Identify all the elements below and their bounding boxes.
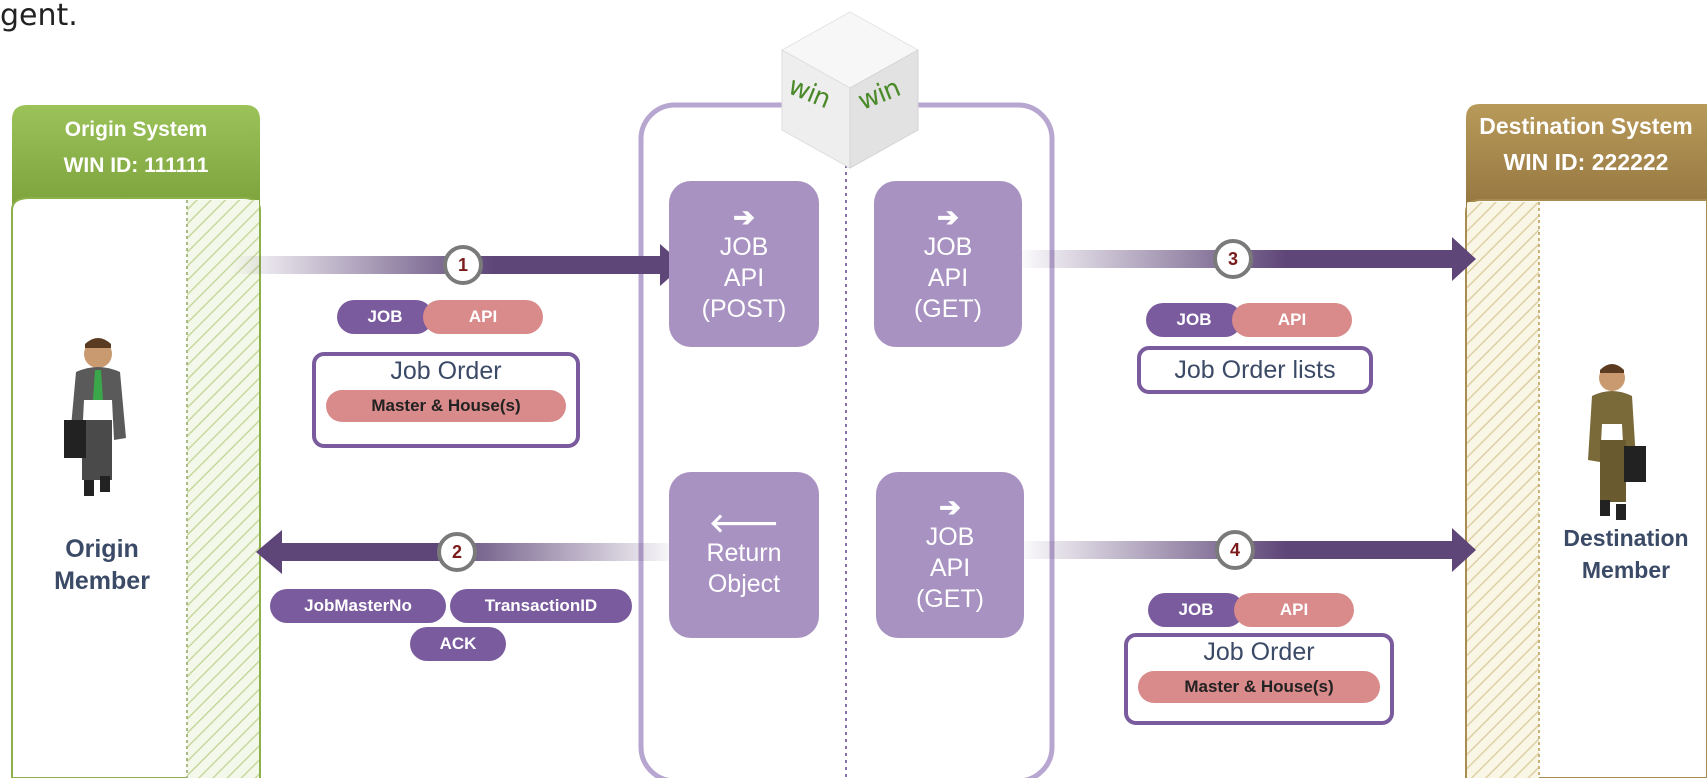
step-circle-4 bbox=[1215, 530, 1255, 570]
card-line: JOB bbox=[923, 233, 973, 261]
intro-text: gent. bbox=[0, 0, 78, 33]
job-api-get-card-2: ➔ JOB API (GET) bbox=[876, 492, 1024, 615]
step-number-4: 4 bbox=[1229, 540, 1240, 560]
destination-system-name: Destination System bbox=[1479, 113, 1693, 139]
job-order-lists-message: Job Order lists bbox=[1137, 346, 1373, 394]
job-tag: JOB bbox=[1146, 303, 1242, 337]
destination-member-figure bbox=[1588, 364, 1646, 520]
api-tag: API bbox=[423, 300, 543, 334]
origin-system-title: Origin System WIN ID: 111111 bbox=[12, 112, 260, 184]
job-api-get-card: ➔ JOB API (GET) bbox=[874, 202, 1022, 325]
origin-member-label: Origin Member bbox=[12, 533, 192, 597]
job-api-get-card-bg bbox=[874, 181, 1022, 347]
card-line: (GET) bbox=[915, 585, 985, 613]
return-object-card-bg bbox=[669, 472, 819, 638]
card-line: API bbox=[723, 264, 765, 292]
card-line: Return bbox=[706, 539, 782, 567]
card-line: JOB bbox=[719, 233, 769, 261]
origin-member-line1: Origin bbox=[65, 535, 139, 563]
right-arrow-icon: ➔ bbox=[939, 492, 961, 522]
transaction-id-tag: TransactionID bbox=[450, 589, 632, 623]
origin-member-line2: Member bbox=[54, 567, 150, 595]
origin-win-id: WIN ID: 111111 bbox=[63, 154, 209, 177]
origin-member-figure bbox=[64, 338, 126, 496]
job-order-message-2: Job Order Master & House(s) bbox=[1124, 633, 1394, 725]
card-line: Object bbox=[707, 570, 781, 598]
api-tag: API bbox=[1232, 303, 1352, 337]
card-line: (POST) bbox=[701, 295, 787, 323]
step-number-1: 1 bbox=[457, 255, 468, 275]
job-api-post-card: ➔ JOB API (POST) bbox=[669, 202, 819, 325]
ack-tag: ACK bbox=[410, 627, 506, 661]
card-line: API bbox=[927, 264, 969, 292]
step-circle-2 bbox=[437, 532, 477, 572]
destination-system-panel bbox=[1465, 104, 1707, 778]
origin-system-panel bbox=[11, 105, 261, 778]
card-line: API bbox=[929, 554, 971, 582]
step-number-2: 2 bbox=[451, 542, 462, 562]
job-order-title: Job Order bbox=[1203, 638, 1315, 666]
master-house-label: Master & House(s) bbox=[326, 390, 566, 422]
right-arrow-icon: ➔ bbox=[733, 202, 755, 232]
destination-win-id: WIN ID: 222222 bbox=[1503, 149, 1669, 175]
destination-member-line2: Member bbox=[1581, 557, 1671, 583]
job-api-get-card-2-bg bbox=[876, 472, 1024, 638]
step-number-3: 3 bbox=[1227, 249, 1238, 269]
return-object-card: 🡐 Return Object bbox=[669, 508, 819, 600]
right-arrow-icon: ➔ bbox=[937, 202, 959, 232]
destination-member-label: Destination Member bbox=[1546, 522, 1706, 586]
win-cube-logo bbox=[780, 11, 920, 169]
master-house-label: Master & House(s) bbox=[1138, 671, 1380, 703]
origin-system-name: Origin System bbox=[64, 118, 208, 141]
job-api-post-card-bg bbox=[669, 181, 819, 347]
job-tag: JOB bbox=[1148, 593, 1244, 627]
job-master-no-tag: JobMasterNo bbox=[270, 589, 446, 623]
job-order-lists-title: Job Order lists bbox=[1174, 356, 1336, 384]
destination-member-line1: Destination bbox=[1563, 525, 1689, 551]
job-order-message-1: Job Order Master & House(s) bbox=[312, 352, 580, 448]
api-tag: API bbox=[1234, 593, 1354, 627]
left-arrow-icon: 🡐 bbox=[709, 508, 779, 538]
job-tag: JOB bbox=[337, 300, 433, 334]
card-line: JOB bbox=[925, 523, 975, 551]
card-line: (GET) bbox=[913, 295, 983, 323]
step-circle-1 bbox=[443, 245, 483, 285]
step-circle-3 bbox=[1213, 239, 1253, 279]
job-order-title: Job Order bbox=[390, 357, 502, 385]
destination-system-title: Destination System WIN ID: 222222 bbox=[1466, 108, 1706, 180]
